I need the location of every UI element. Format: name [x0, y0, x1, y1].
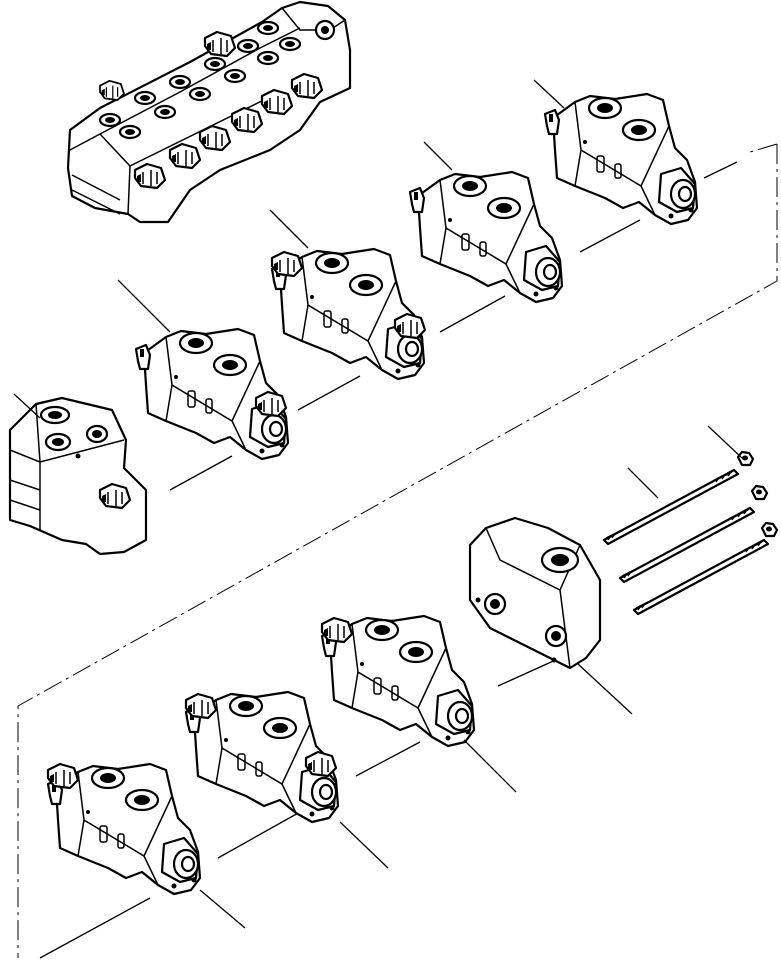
inlet-section: [8, 396, 148, 556]
assembled-ports: [98, 19, 336, 140]
spool-section-2: [270, 247, 427, 381]
end-cover: [468, 516, 602, 670]
spool-section-4: [543, 92, 699, 226]
spool-section-6: [184, 690, 340, 824]
nuts: [736, 450, 779, 538]
alignment-lines: [39, 161, 738, 959]
spool-section-7: [320, 614, 476, 748]
spool-section-3: [408, 170, 564, 304]
assembled-valve-bank: [66, 0, 352, 224]
spool-section-5: [46, 762, 202, 896]
tie-rods: [602, 468, 770, 616]
callout-leaders: [13, 79, 743, 929]
assembly-axis-lines: [17, 143, 778, 958]
spool-section-1: [134, 327, 290, 461]
